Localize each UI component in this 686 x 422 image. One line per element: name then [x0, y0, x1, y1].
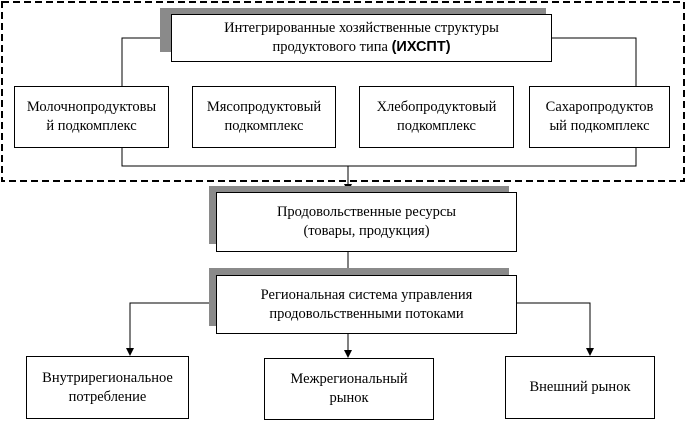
- external-market-box: Внешний рынок: [505, 356, 655, 419]
- bread-subcomplex-label: Хлебопродуктовый подкомплекс: [376, 99, 497, 134]
- dairy-subcomplex-label: Молочнопродуктовы й подкомплекс: [26, 99, 157, 134]
- sugar-subcomplex-box: Сахаропродуктов ый подкомплекс: [529, 86, 670, 148]
- ihspt-title-line2: продуктового типа: [272, 39, 392, 55]
- regional-to-external-connector: [517, 302, 594, 356]
- title-right-connector: [551, 37, 637, 86]
- intraregional-consumption-box: Внутрирегиональное потребление: [26, 356, 189, 419]
- ihspt-title-line1: Интегрированные хозяйственные структуры: [224, 20, 499, 36]
- interregional-market-box: Межрегиональный рынок: [264, 358, 434, 420]
- sugar-subcomplex-label: Сахаропродуктов ый подкомплекс: [545, 99, 654, 134]
- external-market-label: Внешний рынок: [529, 379, 631, 395]
- meat-subcomplex-box: Мясопродуктовый подкомплекс: [192, 86, 336, 148]
- intraregional-consumption-label: Внутрирегиональное потребление: [42, 369, 173, 405]
- meat-subcomplex-label: Мясопродуктовый подкомплекс: [206, 99, 322, 134]
- regional-system-box: Региональная система управления продовол…: [216, 275, 517, 334]
- ihspt-abbreviation: (ИХСПТ): [391, 39, 451, 55]
- ihspt-title-box: Интегрированные хозяйственные структуры …: [171, 14, 552, 62]
- ihspt-group-boundary: [1, 1, 685, 182]
- interregional-market-label: Межрегиональный рынок: [290, 371, 408, 406]
- bottom-collector-left: [121, 148, 637, 167]
- regional-to-intraregional-connector: [126, 302, 216, 356]
- title-left-connector: [121, 37, 171, 86]
- food-resources-box: Продовольственные ресурсы (товары, проду…: [216, 192, 517, 252]
- dairy-subcomplex-box: Молочнопродуктовы й подкомплекс: [14, 86, 169, 148]
- bread-subcomplex-box: Хлебопродуктовый подкомплекс: [359, 86, 514, 148]
- regional-system-label: Региональная система управления продовол…: [260, 286, 473, 322]
- food-resources-label: Продовольственные ресурсы (товары, проду…: [276, 204, 457, 239]
